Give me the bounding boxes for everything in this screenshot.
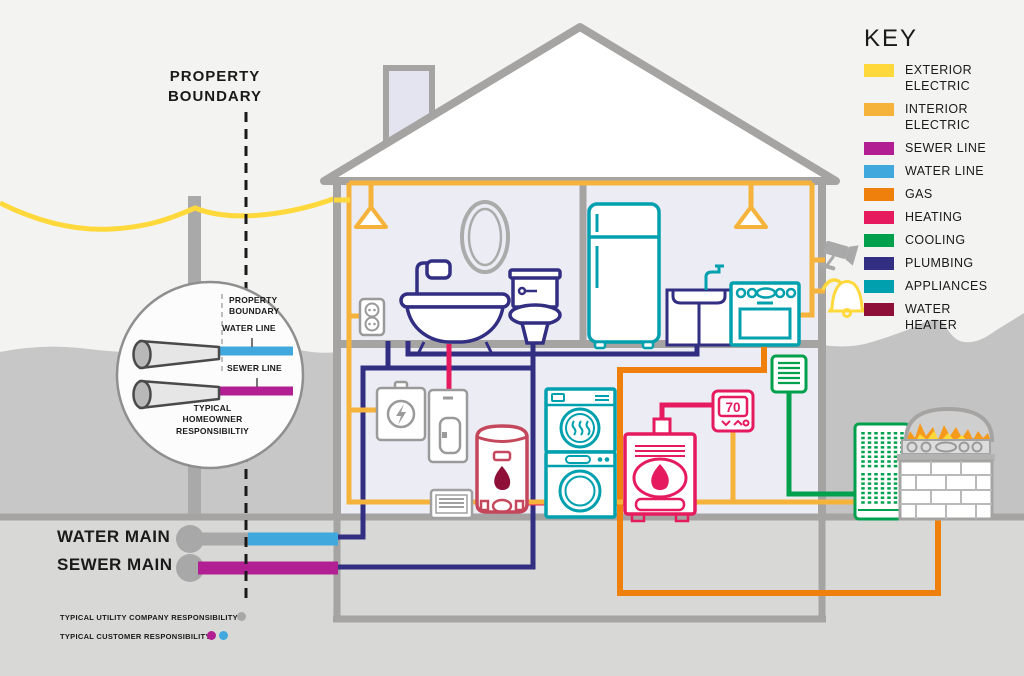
chevron-down-icon bbox=[721, 420, 731, 427]
key-item: PLUMBING bbox=[864, 255, 1014, 271]
security-camera-icon bbox=[818, 240, 859, 271]
key-item: GAS bbox=[864, 186, 1014, 202]
brick-lines bbox=[900, 461, 992, 519]
pendant-light-icon bbox=[354, 205, 388, 229]
customer-sewer-dot bbox=[207, 631, 216, 640]
toilet-icon bbox=[508, 268, 562, 345]
inset-water-line-label: WATER LINE bbox=[222, 323, 276, 333]
property-boundary-label: PROPERTY BOUNDARY bbox=[167, 68, 263, 105]
key-swatch bbox=[864, 103, 894, 116]
pendant-light-icon bbox=[734, 205, 768, 229]
key-item: INTERIOR ELECTRIC bbox=[864, 101, 1014, 133]
sewer-main-node bbox=[176, 554, 204, 582]
inset-sewer-line-label: SEWER LINE bbox=[227, 363, 282, 373]
grill-counter bbox=[897, 454, 995, 461]
refrigerator-icon bbox=[587, 202, 661, 350]
cooling-vent-icon bbox=[770, 354, 808, 394]
key-swatch bbox=[864, 234, 894, 247]
washer-icon bbox=[544, 450, 617, 519]
key-item: SEWER LINE bbox=[864, 140, 1014, 156]
key-item: WATER LINE bbox=[864, 163, 1014, 179]
water-heater-icon bbox=[475, 424, 529, 514]
thermostat-value: 70 bbox=[725, 400, 740, 415]
key-item: WATER HEATER bbox=[864, 301, 1014, 333]
key-swatch bbox=[864, 303, 894, 316]
sewer-main-label: SEWER MAIN bbox=[57, 555, 173, 574]
key-item: COOLING bbox=[864, 232, 1014, 248]
stove-icon bbox=[729, 281, 801, 347]
cooling-line bbox=[786, 390, 856, 497]
bathtub-icon bbox=[399, 259, 511, 353]
customer-water-dot bbox=[219, 631, 228, 640]
key-swatch bbox=[864, 165, 894, 178]
basement: 70 bbox=[375, 354, 808, 523]
service-box-icon bbox=[427, 388, 469, 464]
vent-grate-icon bbox=[429, 488, 474, 520]
exterior bbox=[818, 240, 995, 521]
water-main-node bbox=[176, 525, 204, 553]
chevron-up-icon bbox=[733, 419, 743, 426]
customer-responsibility-label: TYPICAL CUSTOMER RESPONSIBILITY bbox=[60, 632, 211, 641]
key-title: KEY bbox=[864, 25, 919, 52]
gas-line bbox=[617, 340, 941, 596]
inset-property-boundary-label: PROPERTY BOUNDARY bbox=[229, 295, 280, 317]
grill-flames-icon bbox=[906, 423, 991, 442]
key-swatch bbox=[864, 257, 894, 270]
pipe-icon bbox=[132, 339, 221, 370]
key-swatch bbox=[864, 64, 894, 77]
key-item: EXTERIOR ELECTRIC bbox=[864, 62, 1014, 94]
kitchen-sink-icon bbox=[665, 288, 733, 347]
furnace-icon bbox=[623, 417, 697, 523]
exterior-light-icon bbox=[821, 278, 867, 318]
mains bbox=[176, 525, 338, 582]
thermostat-dot bbox=[742, 419, 750, 427]
key-legend: KEY EXTERIOR ELECTRIC INTERIOR ELECTRIC … bbox=[864, 25, 1014, 340]
flame-icon bbox=[494, 466, 511, 490]
inset-homeowner-label: TYPICAL HOMEOWNER RESPONSIBILTIY bbox=[175, 403, 249, 436]
key-swatch bbox=[864, 211, 894, 224]
key-item: APPLIANCES bbox=[864, 278, 1014, 294]
outlet-icon bbox=[358, 297, 386, 337]
bathroom bbox=[358, 200, 562, 353]
key-item: HEATING bbox=[864, 209, 1014, 225]
pipe-icon bbox=[132, 379, 221, 410]
power-line bbox=[0, 195, 337, 232]
key-swatch bbox=[864, 280, 894, 293]
key-swatch bbox=[864, 142, 894, 155]
mirror-icon bbox=[460, 200, 510, 274]
flame-icon bbox=[651, 464, 669, 490]
inset-circle bbox=[115, 280, 305, 470]
utility-responsibility-dot bbox=[237, 612, 246, 621]
key-swatch bbox=[864, 188, 894, 201]
grill bbox=[897, 406, 995, 521]
electrical-panel-icon bbox=[375, 380, 427, 442]
water-main-label: WATER MAIN bbox=[57, 527, 171, 546]
thermostat: 70 bbox=[711, 389, 755, 433]
kitchen bbox=[587, 202, 801, 350]
utility-responsibility-label: TYPICAL UTILITY COMPANY RESPONSIBILITY bbox=[60, 613, 238, 622]
grill-lid-icon bbox=[903, 406, 995, 442]
dryer-icon bbox=[544, 387, 617, 454]
faucet-icon bbox=[704, 264, 724, 290]
